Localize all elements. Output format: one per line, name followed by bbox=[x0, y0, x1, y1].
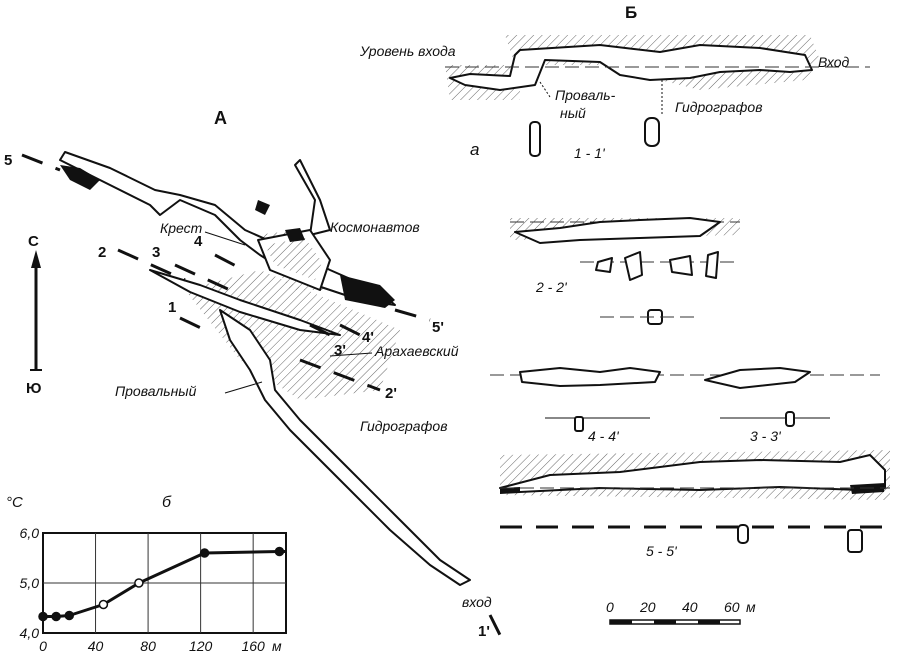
leader-line bbox=[204, 231, 246, 246]
y-tick-label: 4,0 bbox=[20, 625, 40, 641]
temperature-chart: °С б м 0 40 80 120 160 4,0 5,0 6,0 bbox=[6, 494, 287, 654]
section-label: 4 bbox=[194, 233, 203, 250]
scale-tick: 60 bbox=[724, 599, 740, 615]
section-title-4-4: 4 - 4' bbox=[588, 428, 620, 444]
y-tick-label: 5,0 bbox=[20, 575, 40, 591]
ice-zone bbox=[255, 200, 270, 215]
data-point bbox=[64, 610, 75, 621]
x-tick-label: 80 bbox=[140, 638, 156, 654]
compass-north: С bbox=[28, 233, 39, 250]
section-label: 5' bbox=[432, 319, 444, 336]
scale-bar: 0 20 40 60 м bbox=[606, 599, 756, 625]
data-point bbox=[38, 611, 48, 622]
section-label: 2 bbox=[98, 244, 106, 261]
section-title-3-3: 3 - 3' bbox=[750, 428, 782, 444]
section-outline bbox=[595, 251, 719, 281]
label-gidrografov: Гидрографов bbox=[675, 99, 763, 115]
y-tick-label: 6,0 bbox=[20, 525, 40, 541]
leader-line bbox=[224, 381, 263, 394]
section-title-2-2: 2 - 2' bbox=[535, 279, 568, 295]
scale-tick: 20 bbox=[639, 599, 656, 615]
ice-zone bbox=[60, 165, 100, 190]
section-outline bbox=[499, 454, 886, 493]
section-outline bbox=[519, 367, 661, 387]
section-line-4 bbox=[339, 323, 361, 337]
section-5-5: 5 - 5' bbox=[499, 450, 890, 559]
section-line-3 bbox=[174, 263, 231, 292]
section-outline bbox=[574, 416, 584, 432]
cave-profile: Б Уровень входа Вход Проваль- ный Гидрог… bbox=[359, 3, 870, 161]
data-point bbox=[199, 548, 210, 558]
label-provalny: Провальный bbox=[115, 383, 197, 399]
chart-ylabel: °С bbox=[6, 494, 23, 511]
passage-kosmonavtov-north bbox=[294, 159, 331, 236]
cave-plan: А 5 5' 2 2' 3 3' 4 4' 1 1' bbox=[4, 108, 502, 640]
data-point bbox=[134, 578, 144, 588]
x-tick-label: 0 bbox=[39, 638, 47, 654]
label-provalny: Проваль- bbox=[555, 87, 616, 103]
label-provalny: ный bbox=[560, 105, 586, 121]
section-line-5 bbox=[21, 153, 61, 172]
section-label: 2' bbox=[385, 385, 397, 402]
temperature-line bbox=[43, 550, 286, 618]
compass-south: Ю bbox=[26, 380, 41, 397]
chart-title: б bbox=[162, 494, 172, 511]
passage-gidrografov bbox=[219, 309, 471, 586]
cross-section-1 bbox=[644, 117, 660, 147]
section-4-4-and-3-3: 4 - 4' 3 - 3' bbox=[490, 367, 880, 444]
leader-line bbox=[329, 352, 373, 357]
profile-label: Б bbox=[625, 3, 637, 22]
chart-xlabel: м bbox=[272, 638, 282, 654]
section-outline bbox=[785, 411, 795, 427]
section-line-4 bbox=[214, 253, 241, 270]
label-arakhaevsky: Арахаевский bbox=[374, 343, 459, 359]
label-kosmonavtov: Космонавтов bbox=[330, 219, 420, 235]
scale-tick: 0 bbox=[606, 599, 614, 615]
section-label: 1 bbox=[168, 299, 176, 316]
sections-label: а bbox=[470, 140, 479, 159]
section-label: 5 bbox=[4, 152, 12, 169]
section-label: 1' bbox=[478, 623, 490, 640]
section-line-2 bbox=[117, 248, 186, 282]
section-line-1 bbox=[179, 316, 206, 332]
ice-zone bbox=[340, 275, 395, 308]
data-point bbox=[274, 546, 285, 557]
ice-zone bbox=[285, 228, 305, 242]
x-tick-label: 40 bbox=[88, 638, 104, 654]
section-line-2 bbox=[299, 358, 381, 392]
scale-tick: 40 bbox=[682, 599, 698, 615]
section-line-5 bbox=[394, 308, 431, 322]
cross-section-1 bbox=[529, 121, 541, 157]
label-entrance-level: Уровень входа bbox=[359, 43, 456, 59]
section-label: 4' bbox=[362, 329, 374, 346]
data-point bbox=[51, 611, 61, 622]
label-krest: Крест bbox=[160, 220, 203, 236]
section-outline bbox=[847, 529, 863, 553]
section-outline bbox=[514, 217, 721, 244]
label-entrance: вход bbox=[462, 594, 492, 610]
arrow-up-icon bbox=[31, 250, 41, 268]
x-tick-label: 160 bbox=[241, 638, 265, 654]
section-outline bbox=[704, 367, 811, 389]
section-title-1-1: 1 - 1' bbox=[574, 145, 606, 161]
scale-unit: м bbox=[746, 599, 756, 615]
label-gidrografov: Гидрографов bbox=[360, 418, 448, 434]
section-label: 3' bbox=[334, 342, 346, 359]
section-outline bbox=[737, 524, 749, 544]
data-point bbox=[98, 599, 109, 610]
leader-line bbox=[539, 81, 551, 98]
x-tick-label: 120 bbox=[189, 638, 213, 654]
section-line-1 bbox=[488, 614, 502, 636]
north-arrow: С Ю bbox=[26, 233, 42, 397]
rock-hatching bbox=[265, 238, 322, 280]
section-2-2: 2 - 2' bbox=[510, 217, 740, 325]
passage-2 bbox=[149, 269, 341, 336]
label-entrance: Вход bbox=[818, 54, 850, 70]
section-label: 3 bbox=[152, 244, 160, 261]
section-line-3 bbox=[309, 323, 341, 342]
section-title-5-5: 5 - 5' bbox=[646, 543, 678, 559]
plan-label: А bbox=[214, 108, 227, 128]
